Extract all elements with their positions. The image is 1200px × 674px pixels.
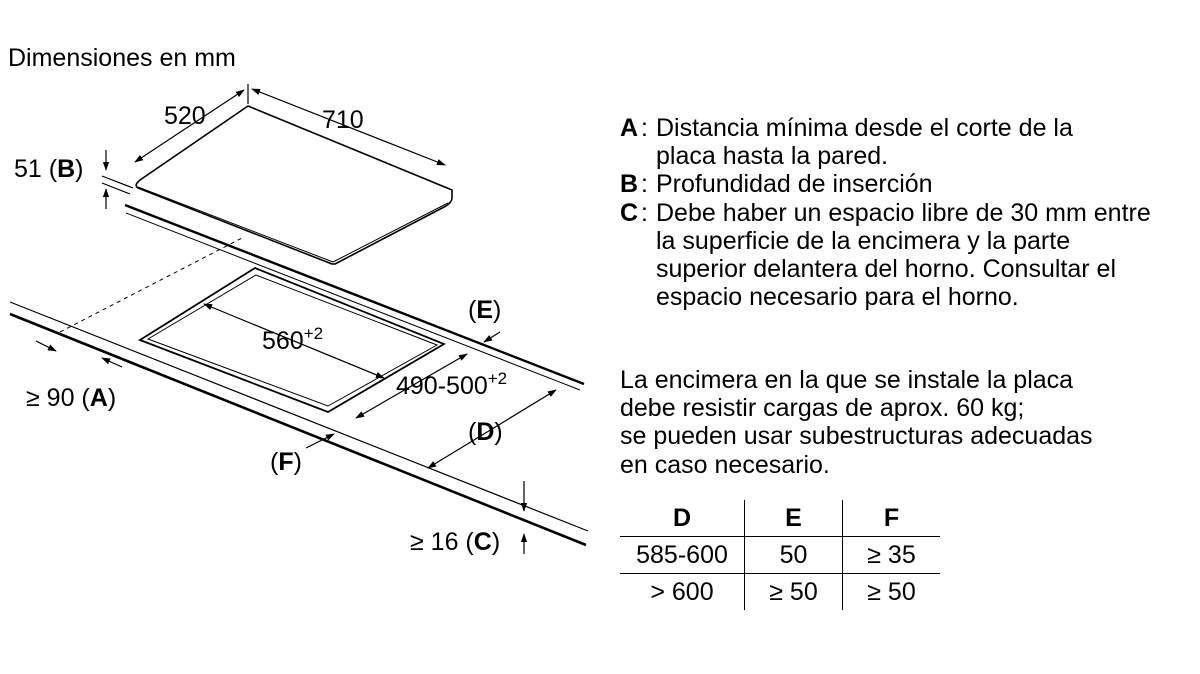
label-f: (F) — [270, 448, 302, 476]
table-header-d: D — [620, 500, 745, 537]
cutout — [137, 266, 447, 413]
table-header-row: D E F — [620, 500, 940, 537]
dim-line-d — [427, 389, 557, 469]
table-cell: 50 — [744, 536, 843, 574]
dim-line-a-left — [35, 340, 57, 352]
label-e: (E) — [468, 296, 501, 324]
label-c: ≥ 16 (C) — [410, 528, 500, 556]
note-a-text: Distancia mínima desde el corte de la pl… — [656, 114, 1073, 171]
table-cell: > 600 — [650, 577, 714, 606]
label-560: 560+2 — [262, 324, 323, 355]
load-note-line: La encimera en la que se instale la plac… — [620, 366, 1074, 394]
table-header-e: E — [744, 500, 843, 537]
note-c-text: Debe haber un espacio libre de 30 mm ent… — [656, 198, 1151, 312]
worktop-edges — [9, 203, 589, 547]
table-cell: ≥ 50 — [744, 573, 843, 610]
note-c: C : Debe haber un espacio libre de 30 mm… — [620, 199, 1190, 312]
dim-line-560 — [203, 303, 385, 379]
worktop-back-edge-inner — [125, 212, 581, 391]
hidden-line — [59, 237, 243, 333]
diagram-title: Dimensiones en mm — [8, 44, 236, 72]
table-cell: ≥ 50 — [842, 573, 940, 610]
table-cell: 585-600 — [620, 536, 745, 574]
dim-line-520 — [134, 89, 245, 163]
table-header-f: F — [842, 500, 940, 537]
note-b-letter: B — [620, 170, 639, 199]
load-note: La encimera en la que se instale la plac… — [620, 366, 1190, 479]
label-d: (D) — [468, 418, 503, 446]
table-row: > 600 ≥ 50 ≥ 50 — [620, 573, 940, 610]
dim-line-710 — [251, 88, 446, 166]
load-note-line: en caso necesario. — [620, 450, 830, 479]
table-cell: ≥ 35 — [842, 536, 940, 574]
dim-line-e — [483, 331, 501, 343]
label-a: ≥ 90 (A) — [26, 384, 116, 412]
note-b-colon: : — [641, 170, 648, 199]
dim-line-490-500 — [355, 353, 468, 419]
note-a: A : Distancia mínima desde el corte de l… — [620, 114, 1190, 170]
dim-line-f — [305, 433, 335, 449]
table-row: 585-600 50 ≥ 35 — [620, 536, 940, 574]
load-note-line: debe resistir cargas de aprox. 60 kg; — [620, 394, 1025, 423]
label-520: 520 — [164, 102, 206, 130]
worktop-back-edge — [124, 203, 585, 386]
note-b: B : Profundidad de inserción — [620, 170, 1190, 198]
dimension-table: D E F 585-600 50 ≥ 35 > 600 ≥ 50 ≥ 50 — [620, 500, 940, 610]
note-b-text: Profundidad de inserción — [656, 170, 933, 199]
note-c-letter: C — [620, 198, 639, 227]
load-note-line: se pueden usar subestructuras adecuadas — [620, 422, 1093, 451]
dim-line-a-right — [101, 357, 123, 368]
note-c-colon: : — [641, 198, 648, 227]
label-710: 710 — [322, 106, 364, 134]
note-a-colon: : — [641, 114, 648, 142]
label-490-500: 490-500+2 — [396, 369, 507, 400]
label-51-b: 51 (B) — [14, 155, 83, 183]
worktop-front-edge-lower — [9, 312, 587, 547]
note-a-letter: A — [620, 114, 639, 142]
dimension-lines — [35, 84, 557, 554]
legend-notes: A : Distancia mínima desde el corte de l… — [620, 114, 1190, 311]
worktop-front-edge-upper — [9, 301, 589, 532]
